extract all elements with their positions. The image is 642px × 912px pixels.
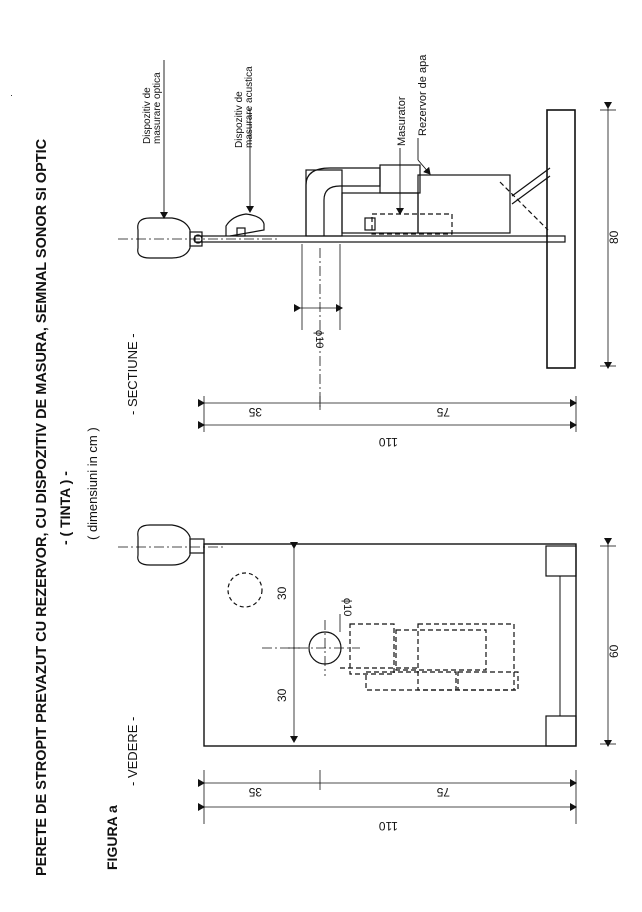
optical-device-label-1: Dispozitiv de [142,87,153,144]
meter [371,213,453,235]
front-panel [203,543,577,747]
section-view [118,60,616,432]
tank-label: Rezervor de apa [417,54,429,136]
water-tank [417,174,511,234]
drawing-title-line2: - ( TINTA ) - [57,471,73,545]
dim-total-110: 110 [379,435,398,449]
brace [511,167,551,197]
acoustic-device-label-1: Dispozitiv de [234,91,245,148]
foot-right [545,715,577,747]
front-dim-30-lower: 30 [275,688,289,702]
meter-label: Masurator [396,96,408,146]
front-optical-device [137,524,191,566]
acoustic-device [225,213,265,237]
drawing-title-line1: PERETE DE STROPIT PREVAZUT CU REZERVOR, … [34,138,50,876]
base-block [546,109,576,369]
units-note: ( dimensiuni in cm ) [85,427,100,540]
front-dim-110: 110 [379,819,398,833]
acoustic-device-label-2: masurare acustica [244,66,255,148]
dim-base-80: 80 [607,230,621,244]
view-front-label: - VEDERE - [125,717,140,786]
front-dim-35: 35 [248,785,262,799]
front-hole-diameter-label: ϕ10 [341,598,353,616]
front-dim-60: 60 [607,644,621,658]
dim-lower-75: 75 [436,405,450,419]
figure-label: FIGURA a [104,805,120,870]
margin-mark: · [10,90,13,100]
pipe-elbow [305,167,381,236]
dim-upper-35: 35 [248,405,262,419]
foot-left [545,545,577,577]
optical-device [137,217,191,259]
front-dim-75: 75 [436,785,450,799]
view-section-label: - SECTIUNE - [125,333,140,415]
hole-diameter-label: ϕ10 [313,330,325,348]
front-dim-30-upper: 30 [275,586,289,600]
optical-device-label-2: masurare optica [152,72,163,144]
dashed-hole [227,572,263,608]
front-view [118,524,616,824]
